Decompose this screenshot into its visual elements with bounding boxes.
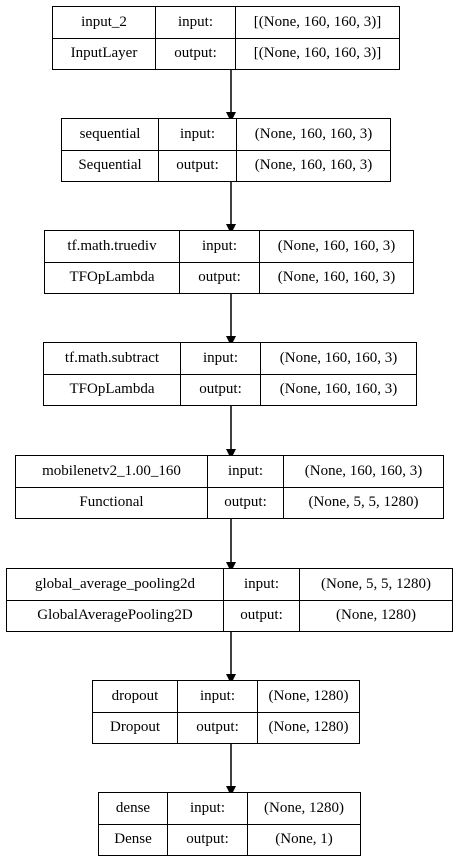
layer-name: sequential (79, 125, 141, 142)
layer-name: tf.math.subtract (64, 349, 160, 366)
input-shape: (None, 5, 5, 1280) (321, 575, 431, 592)
layer-type: Sequential (62, 149, 158, 182)
input-shape: (None, 1280) (264, 799, 344, 816)
input-label: input: (179, 125, 215, 142)
io-label-column: input: output: (223, 569, 299, 631)
output-label: output: (159, 149, 236, 182)
output-label: output: (224, 599, 299, 632)
shape-column: (None, 160, 160, 3) (None, 160, 160, 3) (259, 231, 413, 293)
io-label-column: input: output: (158, 119, 236, 181)
input-shape: (None, 160, 160, 3) (304, 462, 423, 479)
input-label: input: (189, 799, 225, 816)
output-shape: (None, 160, 160, 3) (261, 373, 416, 406)
input-shape: (None, 1280) (268, 687, 349, 704)
shape-column: (None, 160, 160, 3) (None, 160, 160, 3) (236, 119, 390, 181)
io-label-column: input: output: (179, 231, 259, 293)
layer-name: input_2 (81, 13, 127, 30)
layer-name: tf.math.truediv (67, 237, 157, 254)
shape-column: (None, 5, 5, 1280) (None, 1280) (299, 569, 452, 631)
layer-name: mobilenetv2_1.00_160 (42, 462, 181, 479)
input-label: input: (202, 349, 238, 366)
input-label: input: (227, 462, 263, 479)
shape-column: (None, 160, 160, 3) (None, 160, 160, 3) (260, 343, 416, 405)
io-label-column: input: output: (155, 7, 235, 69)
output-label: output: (180, 261, 259, 294)
output-shape: (None, 160, 160, 3) (237, 149, 390, 182)
layer-type: Dropout (93, 711, 177, 744)
io-label-column: input: output: (207, 456, 283, 518)
layer-name: dense (115, 799, 151, 816)
input-shape: (None, 160, 160, 3) (254, 125, 373, 142)
layer-type: Dense (99, 823, 167, 856)
layer-type: TFOpLambda (44, 373, 180, 406)
layer-type: TFOpLambda (45, 261, 179, 294)
output-label: output: (181, 373, 260, 406)
output-shape: (None, 1) (248, 823, 360, 856)
output-label: output: (156, 37, 235, 70)
shape-column: (None, 160, 160, 3) (None, 5, 5, 1280) (283, 456, 443, 518)
output-shape: [(None, 160, 160, 3)] (236, 37, 399, 70)
output-shape: (None, 1280) (258, 711, 359, 744)
shape-column: [(None, 160, 160, 3)] [(None, 160, 160, 3… (235, 7, 399, 69)
input-shape: (None, 160, 160, 3) (279, 349, 398, 366)
io-label-column: input: output: (180, 343, 260, 405)
io-label-column: input: output: (167, 793, 247, 855)
shape-column: (None, 1280) (None, 1280) (257, 681, 359, 743)
output-label: output: (208, 486, 283, 519)
input-label: input: (243, 575, 279, 592)
output-label: output: (178, 711, 257, 744)
shape-column: (None, 1280) (None, 1) (247, 793, 360, 855)
input-shape: [(None, 160, 160, 3)] (253, 13, 382, 30)
layer-type: GlobalAveragePooling2D (7, 599, 223, 632)
input-label: input: (199, 687, 235, 704)
input-label: input: (201, 237, 237, 254)
io-label-column: input: output: (177, 681, 257, 743)
output-shape: (None, 5, 5, 1280) (284, 486, 443, 519)
output-shape: (None, 160, 160, 3) (260, 261, 413, 294)
layer-type: InputLayer (53, 37, 155, 70)
output-shape: (None, 1280) (300, 599, 452, 632)
input-label: input: (177, 13, 213, 30)
input-shape: (None, 160, 160, 3) (277, 237, 396, 254)
layer-type: Functional (16, 486, 207, 519)
layer-name: dropout (111, 687, 159, 704)
output-label: output: (168, 823, 247, 856)
layer-name: global_average_pooling2d (35, 575, 195, 592)
